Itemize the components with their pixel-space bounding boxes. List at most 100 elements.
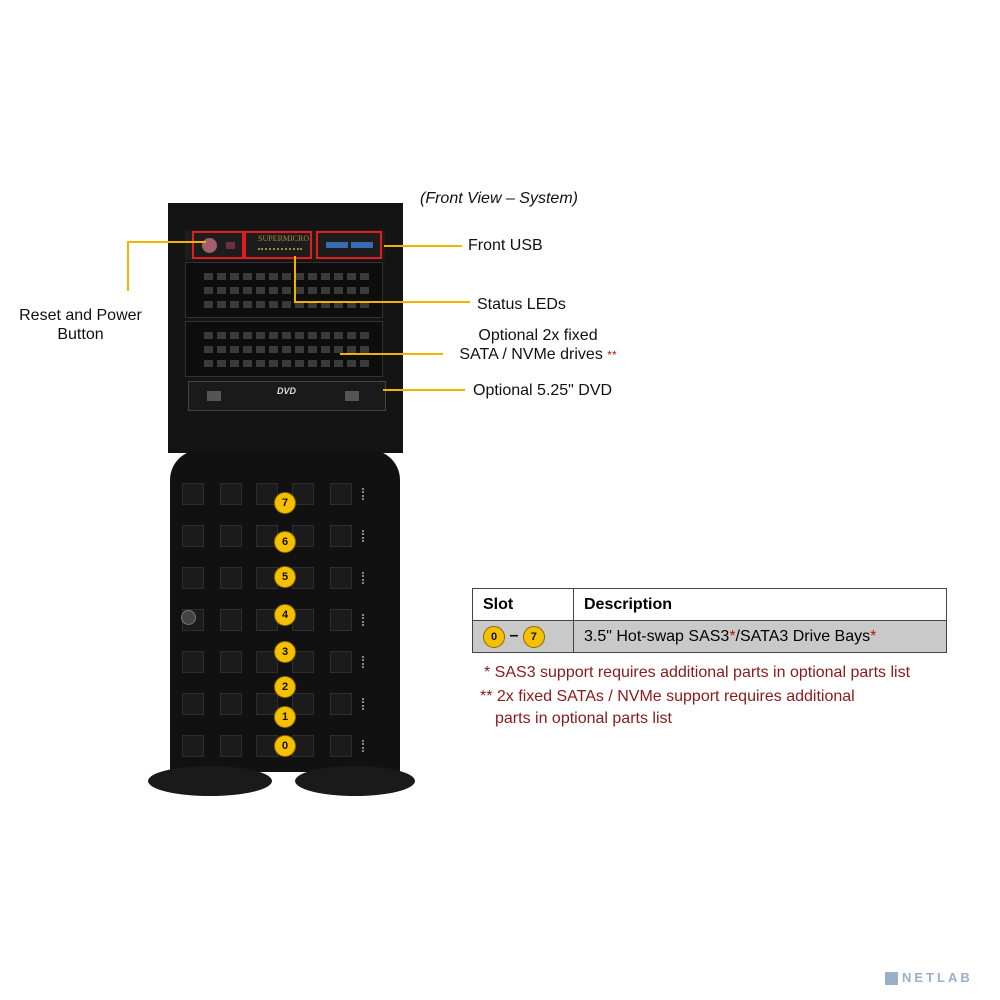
drive-led-icon bbox=[362, 740, 368, 752]
label-status-leds: Status LEDs bbox=[477, 296, 566, 313]
vent-hole bbox=[230, 301, 239, 308]
vent-hole bbox=[204, 346, 213, 353]
usb-port-icon[interactable] bbox=[326, 242, 348, 248]
vent-hole bbox=[217, 346, 226, 353]
drive-bay-vent bbox=[220, 693, 242, 715]
footnote-mark: * bbox=[870, 627, 877, 645]
drive-bay-number-badge[interactable]: 2 bbox=[274, 676, 296, 698]
drive-bay-vent bbox=[182, 693, 204, 715]
drive-bay-vent bbox=[330, 651, 352, 673]
drive-bay-vent bbox=[182, 651, 204, 673]
vent-hole bbox=[204, 301, 213, 308]
vent-hole bbox=[308, 273, 317, 280]
chassis-lock-icon[interactable] bbox=[181, 610, 196, 625]
vent-hole bbox=[269, 287, 278, 294]
vent-hole bbox=[308, 301, 317, 308]
drive-bay-vent bbox=[330, 735, 352, 757]
drive-bay-number-badge[interactable]: 7 bbox=[274, 492, 296, 514]
drive-bay-vent bbox=[256, 693, 278, 715]
drive-bay-vent bbox=[220, 567, 242, 589]
vent-hole bbox=[256, 273, 265, 280]
fixed-drive-cage-2 bbox=[185, 321, 383, 377]
drive-bay-vent bbox=[220, 609, 242, 631]
vent-hole bbox=[334, 332, 343, 339]
vent-hole bbox=[321, 332, 330, 339]
status-led-icons bbox=[258, 248, 302, 253]
vent-hole bbox=[204, 287, 213, 294]
usb-port-icon[interactable] bbox=[351, 242, 373, 248]
vent-hole bbox=[360, 360, 369, 367]
vent-hole bbox=[308, 346, 317, 353]
callout-line-leds bbox=[294, 256, 296, 302]
drive-bay-number-badge[interactable]: 5 bbox=[274, 566, 296, 588]
vent-hole bbox=[204, 360, 213, 367]
drive-bay-vent bbox=[220, 735, 242, 757]
drive-bay-vent bbox=[330, 693, 352, 715]
drive-led-icon bbox=[362, 614, 368, 626]
vent-hole bbox=[308, 287, 317, 294]
vent-hole bbox=[217, 287, 226, 294]
chassis-foot-left bbox=[148, 766, 272, 796]
drive-bay-vent bbox=[292, 651, 314, 673]
vent-hole bbox=[321, 346, 330, 353]
vent-hole bbox=[360, 332, 369, 339]
vent-hole bbox=[269, 360, 278, 367]
vent-hole bbox=[269, 301, 278, 308]
vent-hole bbox=[282, 346, 291, 353]
vent-hole bbox=[256, 287, 265, 294]
drive-bay-number-badge[interactable]: 0 bbox=[274, 735, 296, 757]
vent-hole bbox=[230, 332, 239, 339]
vent-hole bbox=[321, 360, 330, 367]
vent-hole bbox=[334, 301, 343, 308]
vent-hole bbox=[256, 346, 265, 353]
footnote-mark: ** bbox=[607, 348, 617, 362]
callout-line-reset bbox=[127, 241, 129, 291]
vent-hole bbox=[295, 301, 304, 308]
drive-led-icon bbox=[362, 530, 368, 542]
vent-hole bbox=[295, 332, 304, 339]
vent-hole bbox=[243, 346, 252, 353]
vent-hole bbox=[217, 301, 226, 308]
vent-hole bbox=[256, 360, 265, 367]
vent-hole bbox=[282, 301, 291, 308]
drive-bay-vent bbox=[256, 651, 278, 673]
drive-bay-vent bbox=[330, 567, 352, 589]
dvd-eject-icon[interactable] bbox=[345, 391, 359, 401]
netlab-logo-mark bbox=[885, 972, 898, 985]
vent-hole bbox=[230, 273, 239, 280]
vent-hole bbox=[308, 360, 317, 367]
vent-hole bbox=[282, 360, 291, 367]
vent-hole bbox=[308, 332, 317, 339]
drive-bay-vent bbox=[220, 651, 242, 673]
drive-bay-number-badge[interactable]: 3 bbox=[274, 641, 296, 663]
desc-part: /SATA3 Drive Bays bbox=[735, 627, 871, 645]
vent-hole bbox=[347, 273, 356, 280]
drive-led-icon bbox=[362, 488, 368, 500]
vent-hole bbox=[217, 360, 226, 367]
vent-hole bbox=[243, 332, 252, 339]
drive-bay-number-badge[interactable]: 6 bbox=[274, 531, 296, 553]
vent-hole bbox=[347, 287, 356, 294]
reset-power-highlight bbox=[192, 231, 244, 259]
vent-hole bbox=[269, 332, 278, 339]
drive-led-icon bbox=[362, 656, 368, 668]
dvd-button-icon[interactable] bbox=[207, 391, 221, 401]
vent-hole bbox=[295, 360, 304, 367]
vent-hole bbox=[230, 346, 239, 353]
vent-hole bbox=[243, 301, 252, 308]
drive-bay-vent bbox=[220, 483, 242, 505]
footnote-mark: * bbox=[729, 627, 736, 645]
drive-bay-vent bbox=[330, 609, 352, 631]
drive-bay-number-badge[interactable]: 4 bbox=[274, 604, 296, 626]
drive-bay-number-badge[interactable]: 1 bbox=[274, 706, 296, 728]
callout-line-leds bbox=[294, 301, 470, 303]
drive-bay-vent bbox=[220, 525, 242, 547]
vent-hole bbox=[204, 273, 213, 280]
callout-line-usb bbox=[384, 245, 462, 247]
header-slot: Slot bbox=[472, 588, 574, 621]
fixed-drive-cage-1 bbox=[185, 262, 383, 318]
vent-hole bbox=[269, 273, 278, 280]
reset-button-icon[interactable] bbox=[226, 242, 235, 249]
vent-hole bbox=[334, 346, 343, 353]
